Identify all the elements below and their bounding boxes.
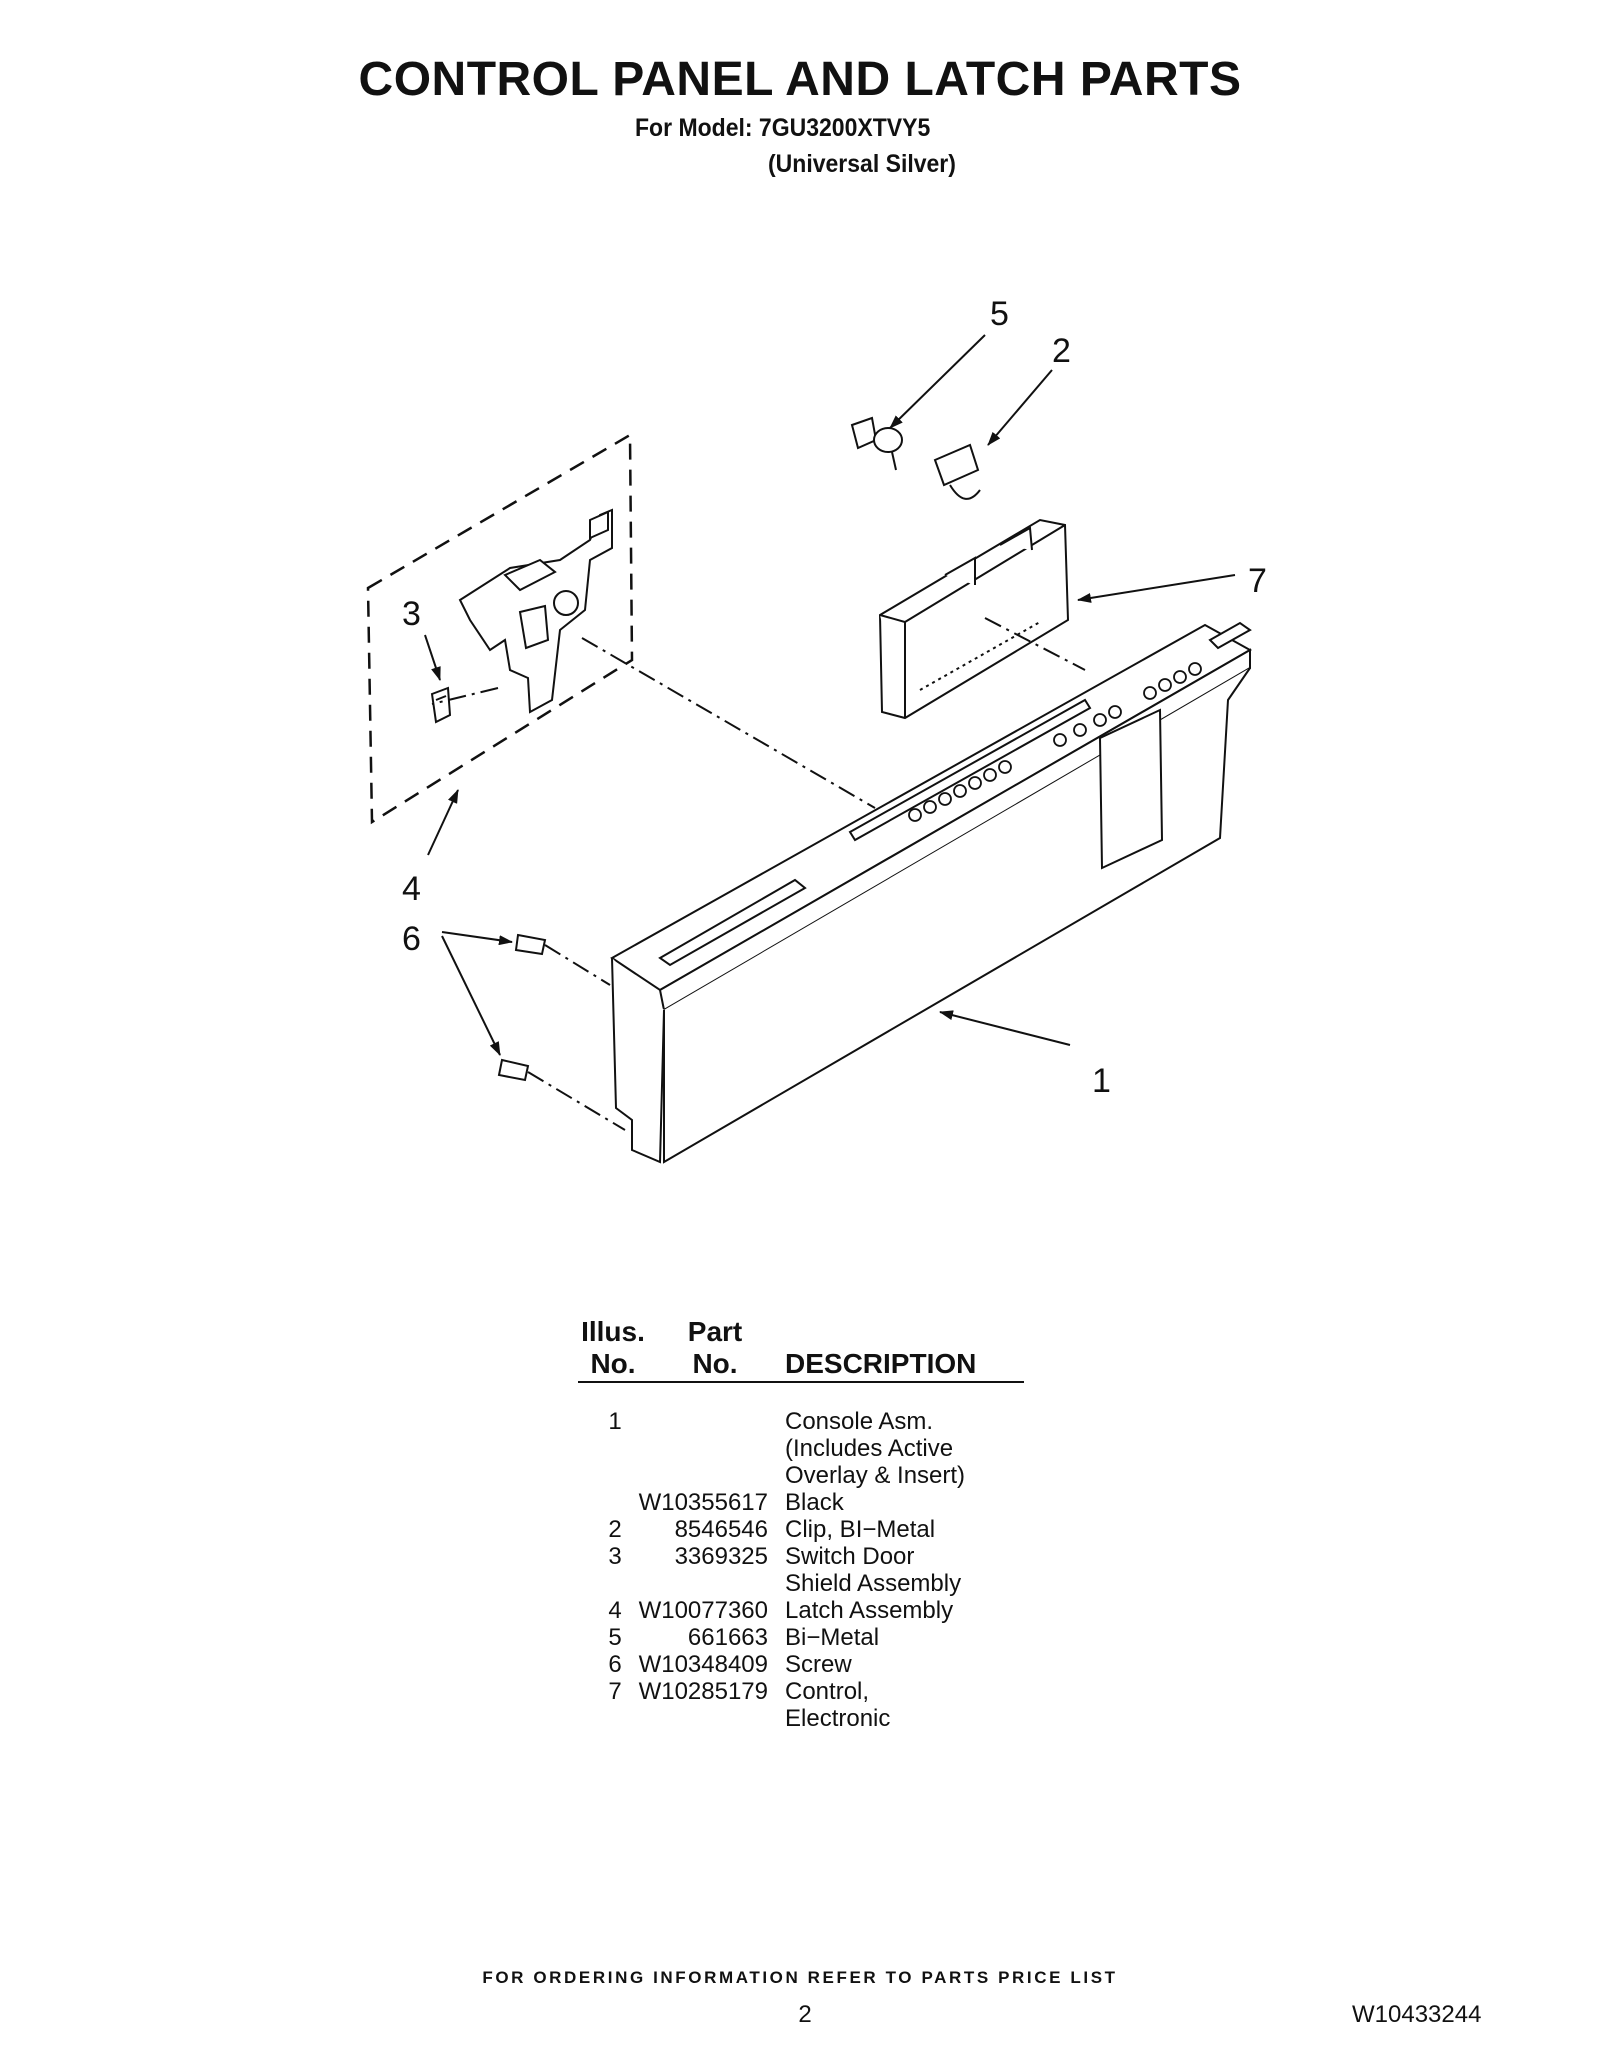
part-description: Overlay & Insert): [785, 1462, 966, 1489]
part-description: Screw: [785, 1651, 852, 1678]
illus-no: 6: [608, 1651, 622, 1678]
illus-no: 4: [608, 1597, 622, 1624]
part-description: Shield Assembly: [785, 1570, 962, 1597]
part-description: Clip, BI−Metal: [785, 1516, 936, 1543]
part-description: Latch Assembly: [785, 1597, 954, 1624]
callout-leaders: [424, 334, 1236, 1056]
part-no: 661663: [687, 1624, 768, 1651]
col-header-illus-line2: No.: [590, 1348, 636, 1379]
electronic-control-part: [878, 518, 1070, 720]
callout-2: 2: [1052, 332, 1071, 370]
col-header-illus: Illus. No.: [578, 1316, 648, 1380]
part-no: W10355617: [638, 1489, 768, 1516]
callout-1: 1: [1092, 1062, 1111, 1100]
illus-no: 1: [608, 1408, 622, 1435]
callout-3: 3: [402, 595, 421, 633]
callout-5: 5: [990, 295, 1009, 333]
console-assembly-part: [610, 621, 1253, 1164]
illus-no: 2: [608, 1516, 622, 1543]
bimetal-part: [850, 416, 903, 471]
part-description: Switch Door: [785, 1543, 915, 1570]
callout-7: 7: [1248, 562, 1267, 600]
page-number: 2: [798, 2001, 812, 2028]
part-no: 8546546: [674, 1516, 768, 1543]
console-buttons: [908, 662, 1202, 822]
part-description: Black: [785, 1489, 844, 1516]
illus-no: 7: [608, 1678, 622, 1705]
model-line: For Model: 7GU3200XTVY5: [635, 114, 931, 142]
switch-door-shield-part: [430, 686, 452, 724]
part-description: (Includes Active: [785, 1435, 954, 1462]
illus-no: 3: [608, 1543, 622, 1570]
latch-enclosure: [366, 432, 634, 825]
col-header-part: Part No.: [680, 1316, 750, 1380]
part-description: Electronic: [785, 1705, 891, 1732]
part-no: W10077360: [638, 1597, 768, 1624]
latch-assembly-part: [458, 508, 613, 714]
callout-6: 6: [402, 920, 421, 958]
callout-4: 4: [402, 870, 421, 908]
bimetal-clip-part: [933, 443, 981, 500]
table-header-rule: [578, 1381, 1024, 1383]
ordering-note: FOR ORDERING INFORMATION REFER TO PARTS …: [482, 1968, 1118, 1987]
exploded-parts-diagram: 5 2 7 3 4 6 1: [366, 295, 1267, 1164]
assembly-lines: [431, 617, 1086, 1131]
col-header-illus-line1: Illus.: [581, 1316, 645, 1347]
part-description: Console Asm.: [785, 1408, 934, 1435]
col-header-description: DESCRIPTION: [785, 1348, 977, 1379]
part-no: 3369325: [674, 1543, 768, 1570]
model-variant: (Universal Silver): [768, 150, 956, 178]
part-description: Bi−Metal: [785, 1624, 880, 1651]
screw-parts: [497, 933, 547, 1082]
part-no: W10348409: [638, 1651, 768, 1678]
document-number: W10433244: [1352, 2001, 1482, 2028]
col-header-part-line2: No.: [692, 1348, 738, 1379]
part-no: W10285179: [638, 1678, 768, 1705]
page-title: CONTROL PANEL AND LATCH PARTS: [358, 53, 1242, 106]
illus-no: 5: [608, 1624, 622, 1651]
col-header-part-line1: Part: [687, 1316, 743, 1347]
part-description: Control,: [785, 1678, 870, 1705]
